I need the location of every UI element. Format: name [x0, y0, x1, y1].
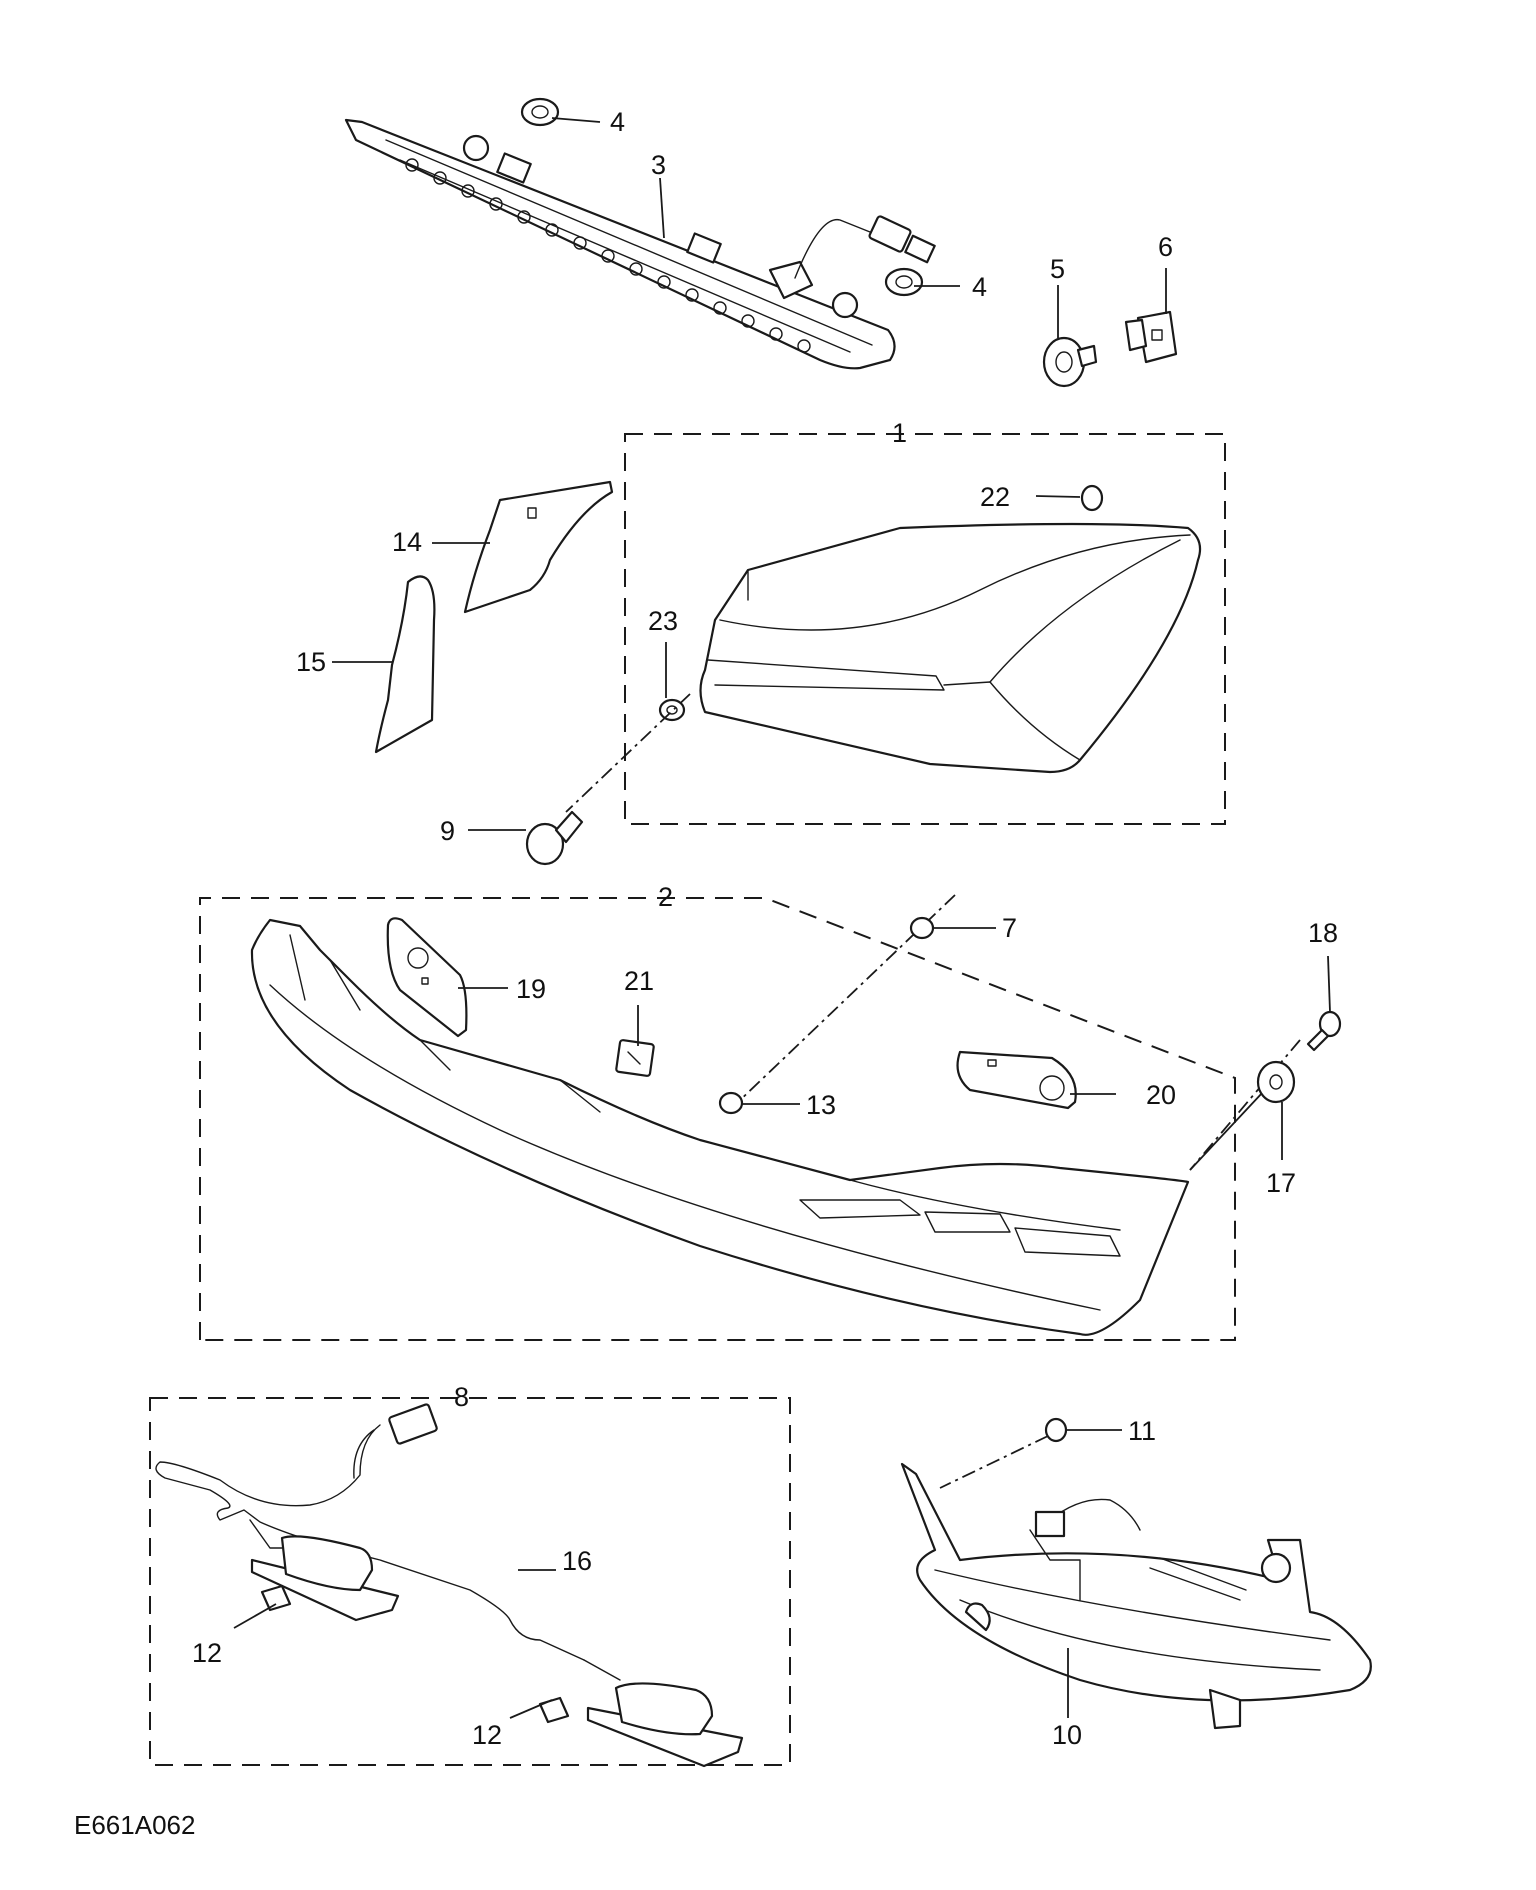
callout-labels: 1 2 3 4 4 5 6 7 8 9 10 11 12 12 13 14 15… [192, 107, 1338, 1750]
fixing-axis-4 [939, 1435, 1049, 1489]
fixing-axis-1 [565, 693, 691, 813]
part-2-tailgate-lamp [250, 918, 1190, 1336]
part-4-grommet-lower [884, 267, 924, 297]
callout-12-left: 12 [192, 1638, 222, 1668]
callout-6: 6 [1158, 232, 1173, 262]
part-13-grommet [718, 1091, 744, 1115]
callout-13: 13 [806, 1090, 836, 1120]
assembly-box-1 [624, 433, 1226, 825]
callout-22: 22 [980, 482, 1010, 512]
part-22-cap [1080, 484, 1104, 512]
part-licence-lamp-right [586, 1682, 744, 1768]
part-licence-lamp-left [250, 1535, 400, 1622]
callout-21: 21 [624, 966, 654, 996]
callout-8: 8 [454, 1382, 469, 1412]
callout-4-lower: 4 [972, 272, 987, 302]
part-17-washer [1256, 1060, 1296, 1104]
fixing-axis-2 [735, 894, 956, 1105]
callout-19: 19 [516, 974, 546, 1004]
part-9-bolt [525, 810, 584, 866]
assembly-box-8 [149, 1397, 791, 1766]
callout-10: 10 [1052, 1720, 1082, 1750]
part-7-grommet [909, 916, 935, 940]
led-row [405, 158, 811, 353]
callout-14: 14 [392, 527, 422, 557]
part-18-screw [1306, 1010, 1342, 1052]
callout-2: 2 [658, 882, 673, 912]
callout-3: 3 [651, 150, 666, 180]
callout-16: 16 [562, 1546, 592, 1576]
part-14-trim-panel [463, 480, 614, 614]
fixing-axis-3 [1189, 1039, 1301, 1171]
part-11-screw [1044, 1417, 1068, 1443]
callout-5: 5 [1050, 254, 1065, 284]
callout-20: 20 [1146, 1080, 1176, 1110]
callout-23: 23 [648, 606, 678, 636]
part-3-high-mounted-stop-lamp [344, 118, 936, 370]
callout-17: 17 [1266, 1168, 1296, 1198]
part-12-bulb-right [538, 1696, 570, 1724]
part-12-bulb-left [260, 1584, 292, 1612]
axis-2-diagonal [1189, 1091, 1264, 1171]
drawing-reference: E661A062 [74, 1810, 195, 1840]
callout-1: 1 [892, 418, 907, 448]
part-5-push-pin [1042, 336, 1098, 388]
callout-9: 9 [440, 816, 455, 846]
callout-15: 15 [296, 647, 326, 677]
callout-11: 11 [1128, 1416, 1156, 1446]
assembly-box-2 [199, 897, 1236, 1341]
part-20-gasket [956, 1050, 1077, 1110]
part-4-grommet-upper [520, 97, 560, 127]
part-15-trim-panel [374, 575, 436, 754]
part-21-clip [615, 1039, 655, 1077]
callout-7: 7 [1002, 913, 1017, 943]
part-1-rear-lamp-outer [699, 522, 1202, 774]
part-19-gasket [386, 917, 468, 1038]
callout-18: 18 [1308, 918, 1338, 948]
callout-4-upper: 4 [610, 107, 625, 137]
part-6-clip-nut [1124, 310, 1178, 364]
part-23-washer [658, 698, 686, 722]
part-10-side-lamp [900, 1462, 1372, 1730]
part-16-wiring-harness [155, 1403, 621, 1681]
callout-12-right: 12 [472, 1720, 502, 1750]
leader-lines [233, 117, 1331, 1719]
